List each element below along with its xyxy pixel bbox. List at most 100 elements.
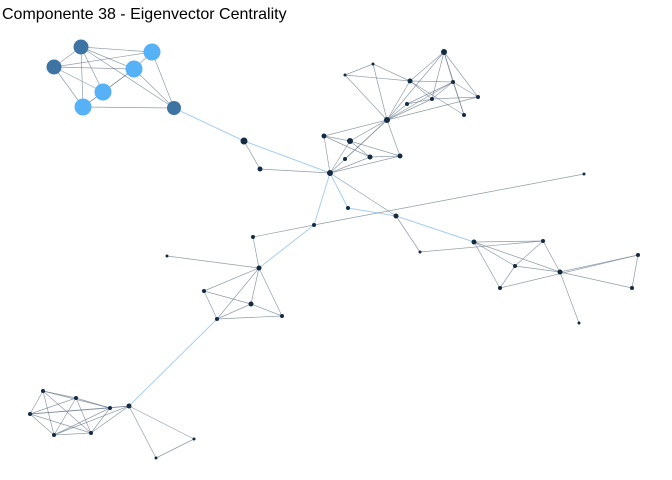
graph-edge <box>252 236 260 269</box>
graph-edge <box>323 135 371 158</box>
graph-edge <box>216 315 283 320</box>
graph-node <box>418 250 422 254</box>
graph-edge <box>372 63 411 82</box>
graph-edge <box>29 413 55 436</box>
graph-node <box>498 286 502 290</box>
graph-node <box>343 157 347 161</box>
graph-node <box>28 412 32 416</box>
graph-node <box>125 60 143 78</box>
graph-edge <box>473 240 544 243</box>
graph-edge <box>53 51 153 68</box>
graph-edge <box>80 46 84 108</box>
graph-node <box>89 431 93 435</box>
graph-node <box>462 113 466 117</box>
graph-edge <box>386 80 411 121</box>
graph-edge <box>559 271 633 289</box>
graph-node <box>367 154 373 160</box>
graph-edge <box>559 271 580 324</box>
graph-edge <box>203 290 218 320</box>
graph-node <box>126 403 132 409</box>
graph-node <box>248 301 254 307</box>
graph-node <box>215 317 219 321</box>
graph-node <box>256 265 262 271</box>
graph-node <box>251 235 255 239</box>
graph-edge <box>243 140 331 174</box>
graph-node <box>154 456 158 460</box>
graph-edge <box>369 155 401 158</box>
graph-edge <box>173 107 245 142</box>
graph-edge <box>128 405 157 459</box>
graph-node <box>41 389 45 393</box>
graph-edge <box>29 397 77 415</box>
graph-edge <box>349 119 388 142</box>
graph-edge <box>216 303 252 320</box>
graph-node <box>167 101 181 115</box>
graph-edge <box>344 74 388 121</box>
graph-edge <box>42 390 55 436</box>
graph-node <box>371 62 375 66</box>
graph-edge <box>542 240 561 273</box>
graph-edge <box>53 66 135 70</box>
graph-edge <box>409 80 465 116</box>
graph-edge <box>349 140 401 157</box>
graph-node <box>280 314 284 318</box>
graph-edge <box>29 405 130 415</box>
graph-edge <box>323 135 331 174</box>
graph-edge <box>386 103 408 121</box>
graph-edge <box>128 405 195 440</box>
graph-edge <box>75 397 92 434</box>
graph-edge <box>133 68 175 109</box>
graph-edge <box>53 432 92 436</box>
graph-edge <box>344 74 411 82</box>
graph-edge <box>252 224 315 238</box>
graph-edge <box>386 98 433 121</box>
graph-edge <box>323 135 351 142</box>
graph-node <box>202 289 206 293</box>
graph-edge <box>250 267 260 305</box>
graph-edge <box>409 80 433 100</box>
graph-edge <box>29 413 92 434</box>
graph-node <box>577 321 581 325</box>
graph-node <box>94 83 112 101</box>
graph-edge <box>431 96 479 100</box>
graph-node <box>327 170 333 176</box>
graph-node <box>240 137 248 145</box>
graph-edge <box>473 241 516 267</box>
graph-edge <box>216 267 260 320</box>
graph-node <box>513 264 517 268</box>
graph-edge <box>406 98 433 105</box>
graph-edge <box>473 241 561 273</box>
graph-edge <box>499 265 516 289</box>
graph-node <box>165 254 169 258</box>
edges-layer <box>29 46 639 459</box>
graph-node <box>321 133 327 139</box>
graph-edge <box>329 172 349 209</box>
graph-edge <box>203 290 252 305</box>
graph-edge <box>90 405 130 434</box>
graph-node <box>407 78 413 84</box>
graph-node <box>73 39 89 55</box>
graph-edge <box>329 155 401 174</box>
graph-edge <box>128 318 218 407</box>
graph-edge <box>75 397 111 409</box>
graph-node <box>46 59 62 75</box>
graph-edge <box>258 224 315 269</box>
graph-edge <box>443 51 479 98</box>
graph-node <box>346 206 350 210</box>
graph-edge <box>395 215 475 243</box>
graph-node <box>384 117 390 123</box>
graph-node <box>441 49 447 55</box>
graph-edge <box>53 407 111 436</box>
graph-edge <box>406 81 454 105</box>
graph-edge <box>514 265 561 273</box>
graph-edge <box>313 172 331 226</box>
graph-node <box>108 406 112 410</box>
graph-edge <box>313 173 585 226</box>
graph-edge <box>386 96 479 121</box>
graph-node <box>430 97 434 101</box>
graph-edge <box>323 119 388 137</box>
graph-node <box>143 43 161 61</box>
graph-edge <box>80 46 153 53</box>
graph-edge <box>386 119 401 157</box>
